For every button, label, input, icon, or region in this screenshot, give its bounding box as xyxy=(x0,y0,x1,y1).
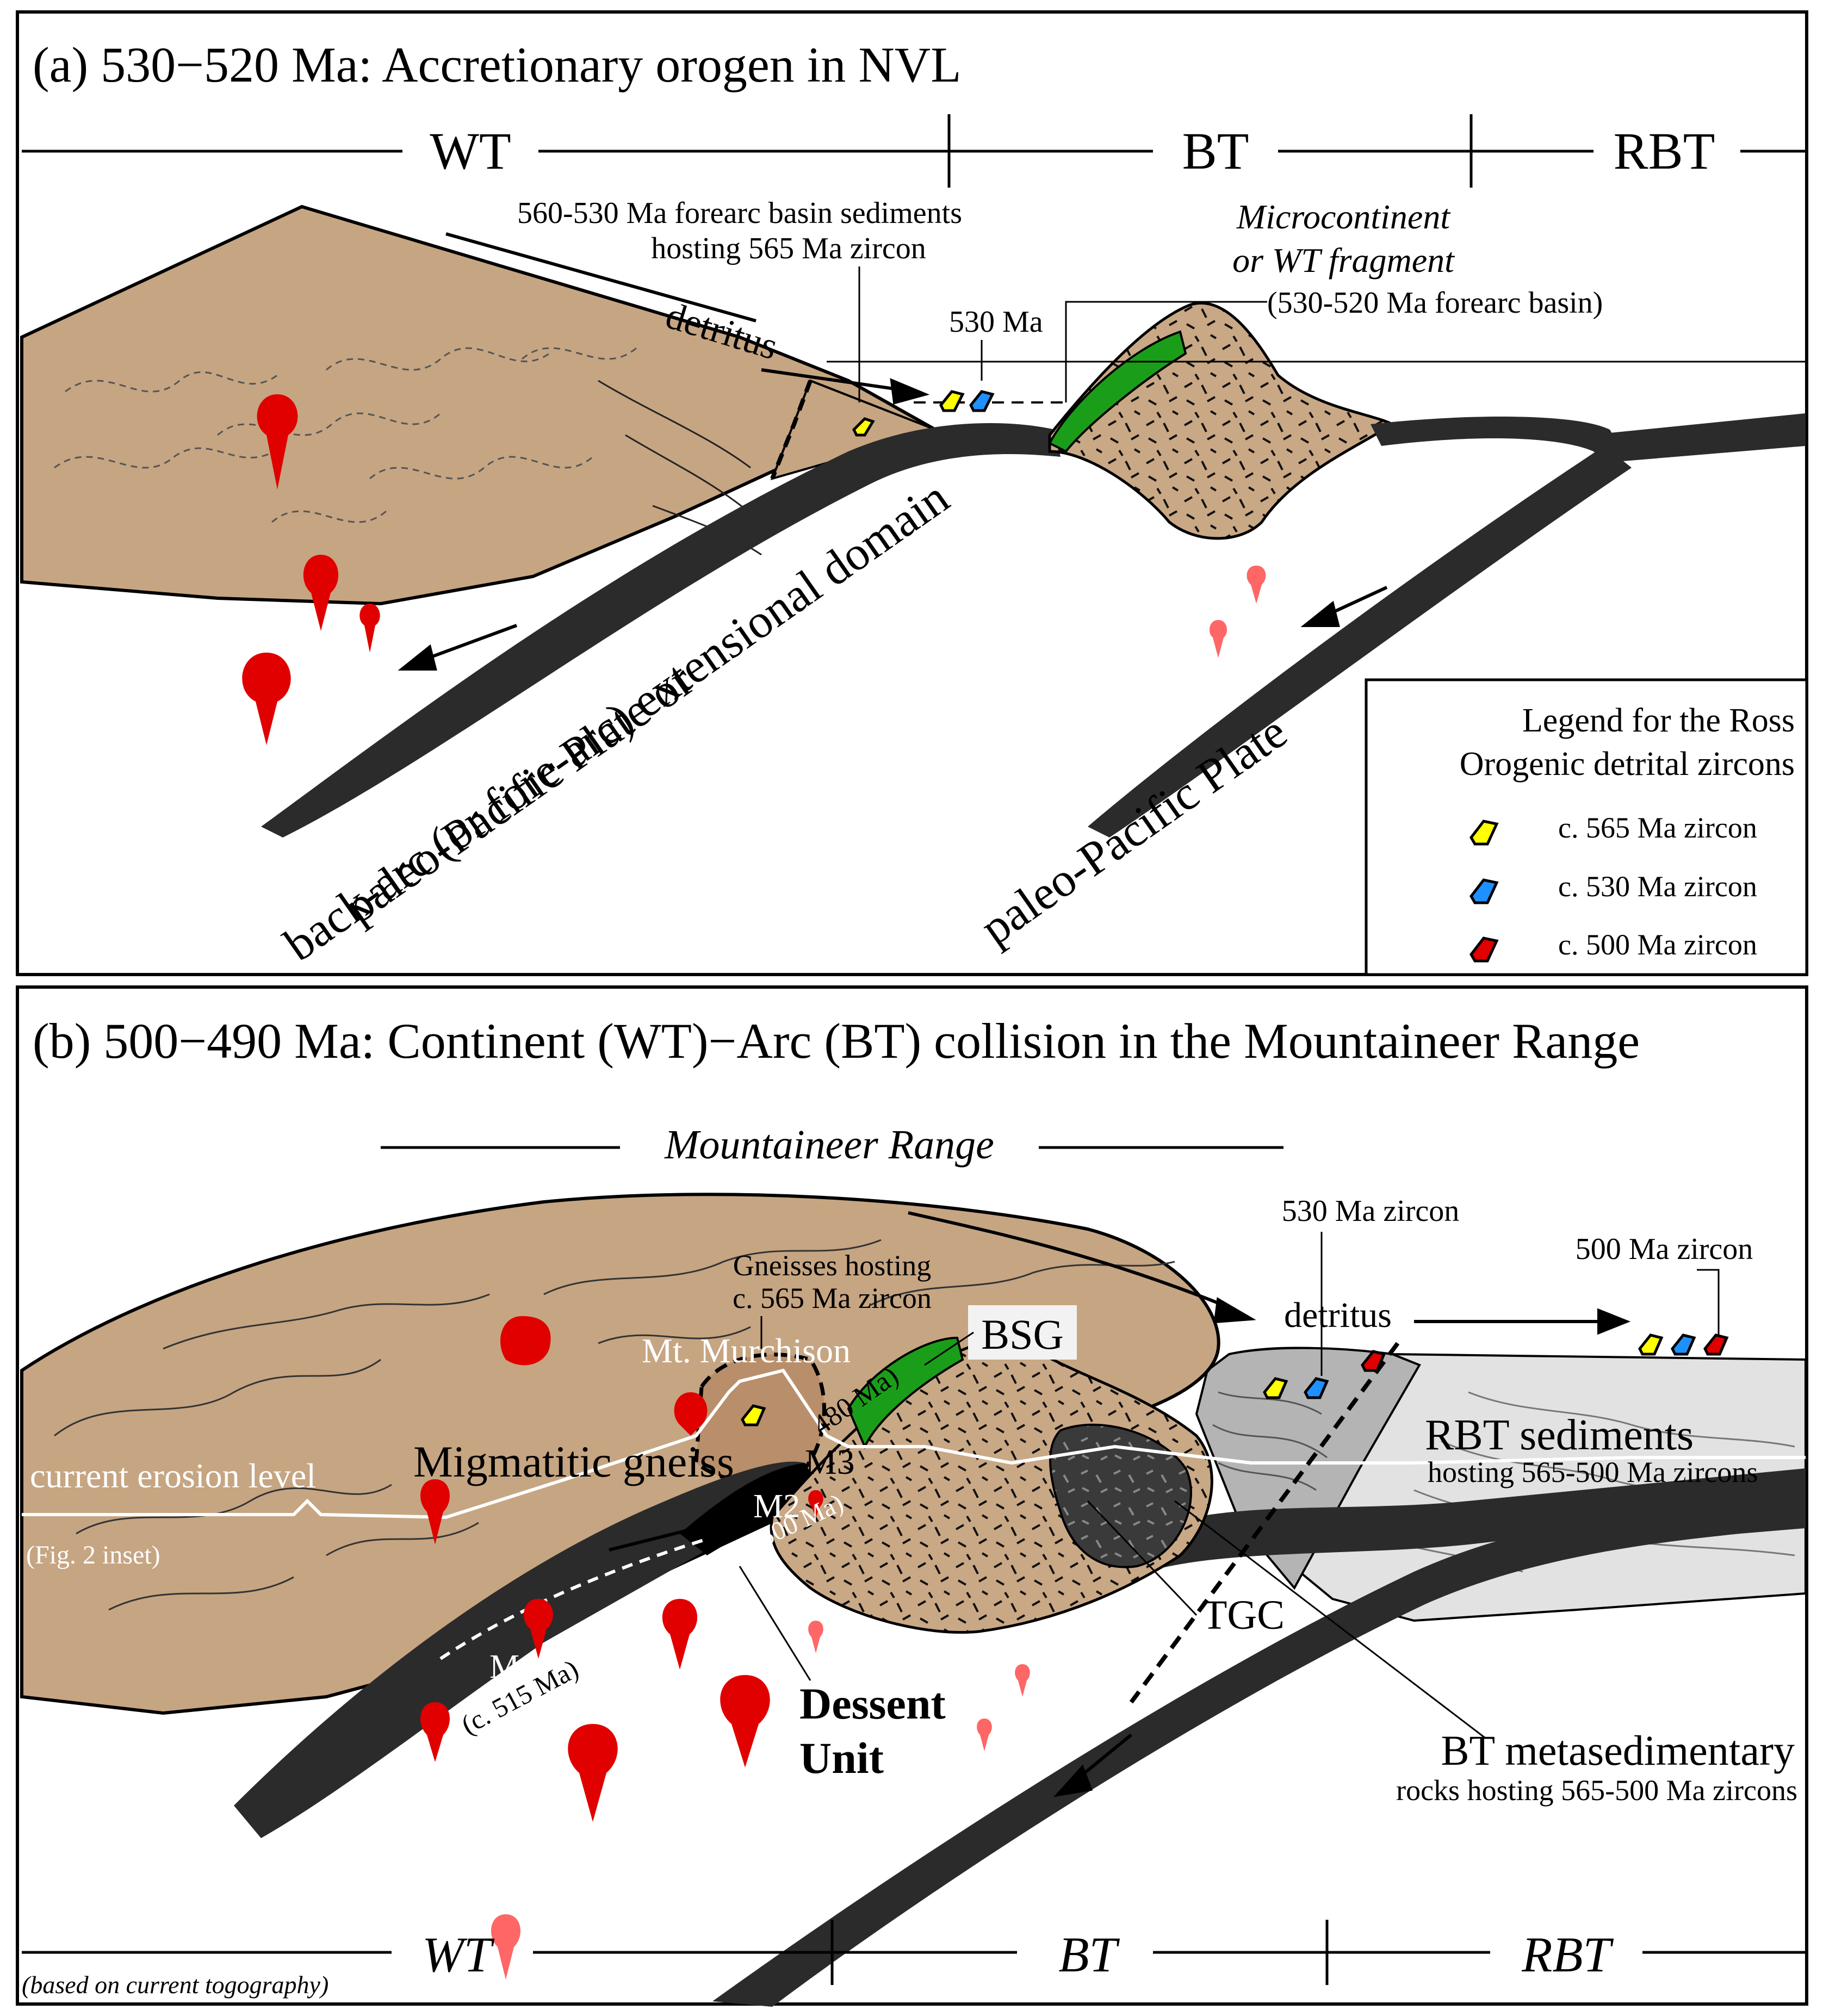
legend-title-1: Legend for the Ross xyxy=(1522,702,1795,739)
wt-foliation-a xyxy=(54,347,637,523)
legend-swatch-500 xyxy=(1469,936,1499,963)
zircon-500-label: 500 Ma zircon xyxy=(1576,1232,1753,1266)
slab-left-a xyxy=(261,423,1061,838)
microcontinent-label-1: Microcontinent xyxy=(1236,197,1451,236)
slab-flat-b xyxy=(1006,1468,1806,1599)
gneiss-host-2: c. 565 Ma zircon xyxy=(733,1282,932,1314)
panel-b-domain-line xyxy=(22,1920,1806,1985)
panel-a-domain-line xyxy=(22,114,1806,188)
legend-label-530: c. 530 Ma zircon xyxy=(1558,870,1757,903)
legend: Legend for the Ross Orogenic detrital zi… xyxy=(1365,678,1808,976)
dessent-unit-body xyxy=(680,1463,827,1555)
rbt-sediments-label-2: hosting 565-500 Ma zircons xyxy=(1428,1456,1758,1488)
bsg-label-bg xyxy=(968,1305,1077,1360)
dessent-leader xyxy=(739,1566,811,1681)
tgc-leader xyxy=(1087,1500,1198,1616)
m3-label: M3 xyxy=(805,1442,855,1482)
plutons-a xyxy=(242,394,1266,745)
wt-crust-b xyxy=(20,1193,1220,1715)
wt-crust-a xyxy=(20,204,940,606)
domain-bt-a: BT xyxy=(1182,122,1249,180)
slab-right-flat-a xyxy=(1588,413,1806,462)
forearc-boundary-a xyxy=(770,380,813,480)
tgc-body xyxy=(1049,1423,1192,1568)
zircons-b xyxy=(741,1333,1729,1426)
panel-b-title: (b) 500−490 Ma: Continent (WT)−Arc (BT) … xyxy=(33,1013,1640,1069)
bt-folds xyxy=(1212,1391,1328,1491)
wt-foliation-b xyxy=(54,1239,1175,1611)
slab-right-upper-a xyxy=(1371,417,1615,457)
ma530-label: 530 Ma xyxy=(949,305,1043,339)
domain-wt-a: WT xyxy=(430,122,511,180)
mountaineer-range-label: Mountaineer Range xyxy=(664,1122,994,1168)
microcontinent-label-2: or WT fragment xyxy=(1232,241,1455,280)
shear-zone-m1 xyxy=(439,1537,708,1660)
domain-rbt-a: RBT xyxy=(1614,122,1715,180)
domain-bt-b: BT xyxy=(1058,1927,1120,1982)
legend-label-565: c. 565 Ma zircon xyxy=(1558,811,1757,844)
fig2-inset-label: (Fig. 2 inset) xyxy=(26,1541,160,1570)
thrust-fault-b xyxy=(1129,1342,1400,1704)
legend-label-500: c. 500 Ma zircon xyxy=(1558,928,1757,961)
arrows-a xyxy=(398,232,1388,671)
legend-box xyxy=(1365,678,1808,976)
zircon-500-leader xyxy=(1697,1269,1720,1335)
gneiss-host-1: Gneisses hosting xyxy=(733,1249,932,1282)
bt-meta-label-2: rocks hosting 565-500 Ma zircons xyxy=(1396,1774,1797,1807)
bt-meta-leader xyxy=(1174,1500,1485,1739)
mt-murchison-label: Mt. Murchison xyxy=(642,1331,851,1370)
slab-left-b xyxy=(234,1461,827,1838)
legend-title-2: Orogenic detrital zircons xyxy=(1460,746,1795,783)
m1-label: M1 xyxy=(489,1648,536,1685)
rbt-sediments-label-1: RBT sediments xyxy=(1425,1411,1694,1459)
dessent-unit-label-2: Unit xyxy=(799,1733,884,1783)
bsg-label: BSG xyxy=(981,1311,1064,1358)
domain-rbt-b: RBT xyxy=(1521,1927,1614,1982)
tgc-label: TGC xyxy=(1202,1592,1285,1638)
migmatitic-gneiss-label: Migmatitic gneiss xyxy=(413,1437,734,1486)
arrows-b xyxy=(609,1211,1631,1797)
plutons-b xyxy=(420,1316,823,1822)
legend-swatch-565 xyxy=(1469,820,1499,846)
panel-a-title: (a) 530−520 Ma: Accretionary orogen in N… xyxy=(33,37,961,92)
erosion-level-line xyxy=(22,1368,1806,1519)
forearc-sediments-line1: 560-530 Ma forearc basin sediments xyxy=(517,196,962,230)
dessent-unit-label-1: Dessent xyxy=(799,1679,946,1728)
zircon-530-label: 530 Ma zircon xyxy=(1282,1194,1460,1228)
forearc-basin-label: (530-520 Ma forearc basin) xyxy=(1267,286,1603,320)
slab-main-b xyxy=(712,1501,1806,2007)
forearc-sediments-line2: hosting 565 Ma zircon xyxy=(651,232,926,265)
bsg-body xyxy=(847,1336,964,1449)
slab-right-a xyxy=(1088,446,1632,838)
bsg-leader xyxy=(924,1331,974,1366)
m2-label: M2 xyxy=(753,1488,800,1525)
based-on-label: (based on current togography) xyxy=(22,1971,328,1999)
legend-swatch-530 xyxy=(1469,878,1499,904)
bt-meta-label-1: BT metasedimentary xyxy=(1441,1727,1795,1774)
zircons-a xyxy=(852,390,995,437)
domain-wt-b: WT xyxy=(422,1927,495,1982)
forearc-basin-leader xyxy=(1065,301,1267,402)
erosion-level-label: current erosion level xyxy=(30,1456,316,1495)
detritus-b: detritus xyxy=(1284,1295,1392,1335)
plutons-b-light xyxy=(491,1621,1030,1980)
